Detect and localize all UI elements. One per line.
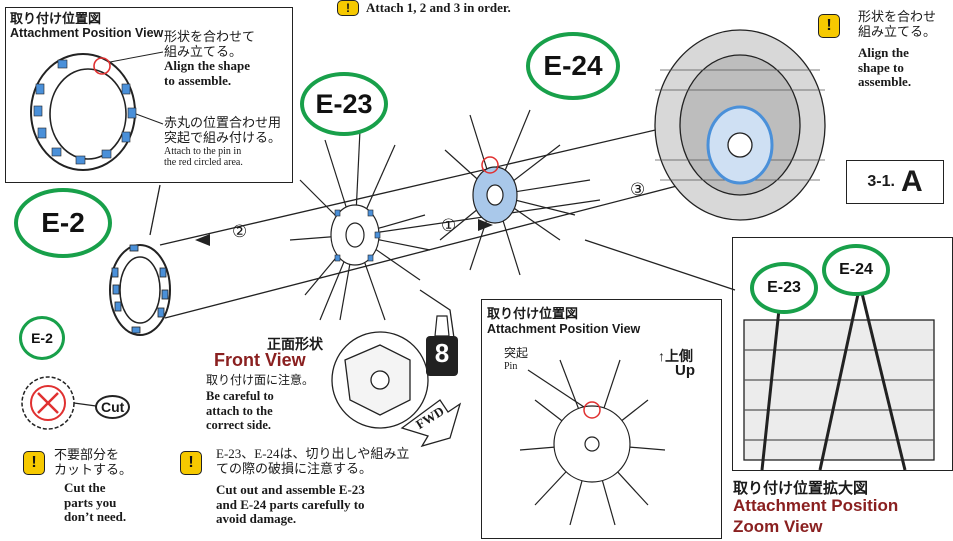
- e2-ring-drawing: [109, 244, 171, 336]
- e2-small-bubble: E-2: [19, 316, 65, 360]
- order-2-label: ②: [232, 222, 248, 241]
- warning-icon: !: [337, 0, 359, 16]
- paint-code: 8: [434, 338, 450, 368]
- warning-icon-right: !: [818, 14, 840, 38]
- e23-star-drawing: [289, 129, 431, 321]
- zoom-title-jp: 取り付け位置拡大図: [733, 480, 869, 497]
- order-note: Attach 1, 2 and 3 in order.: [366, 0, 511, 15]
- front-view-title-en: Front View: [214, 350, 306, 370]
- fwd-arrow-drawing: [400, 399, 462, 448]
- warning-icon-cut: !: [23, 451, 45, 475]
- e23-label-bubble: E-23: [300, 72, 388, 136]
- zoom-e23-bubble: E-23: [750, 262, 818, 314]
- step-ref-letter: A: [900, 165, 923, 198]
- align-note-en: Align the shape to assemble.: [164, 58, 250, 88]
- e2-cut-drawing: [21, 376, 97, 430]
- zoom-title-en1: Attachment Position: [733, 496, 899, 515]
- zoom-e24-bubble: E-24: [822, 244, 890, 296]
- cut-label: Cut: [95, 395, 131, 419]
- box2-title-jp: 取り付け位置図: [487, 306, 579, 321]
- attachment-position-box: 取り付け位置図 Attachment Position View 形状を合わせて…: [5, 7, 293, 183]
- cut-note-en: Cut the parts you don’t need.: [64, 480, 127, 524]
- order-1-label: ①: [441, 216, 457, 235]
- front-view-drawing: [331, 331, 429, 429]
- up-label-en: Up: [675, 362, 695, 379]
- step-reference-box: 3-1. A: [846, 160, 944, 204]
- damage-note-en: Cut out and assemble E-23 and E-24 parts…: [216, 482, 365, 526]
- right-align-note-jp: 形状を合わせ 組み立てる。: [858, 9, 937, 39]
- box-title-jp: 取り付け位置図: [10, 11, 102, 26]
- zoom-drawing: [743, 284, 935, 471]
- e2-label-bubble: E-2: [14, 188, 112, 258]
- zoom-title-en2: Zoom View: [733, 517, 823, 536]
- up-label-jp: ↑上側: [658, 348, 693, 364]
- pin-note-jp: 赤丸の位置合わせ用 突起で組み付ける。: [164, 115, 282, 145]
- pin-label-en: Pin: [504, 361, 518, 372]
- warning-icon-damage: !: [180, 451, 202, 475]
- box2-title-en: Attachment Position View: [487, 322, 641, 336]
- e24-label-bubble: E-24: [526, 32, 620, 100]
- paint-bottle-drawing: [426, 315, 458, 376]
- pin-note-en: Attach to the pin in the red circled are…: [164, 146, 243, 168]
- attach2-star-drawing: [519, 359, 666, 526]
- ring-detail-drawing: [30, 51, 164, 171]
- right-align-note-en: Align the shape to assemble.: [858, 45, 912, 89]
- pin-label-jp: 突起: [504, 346, 529, 360]
- front-view-title-jp: 正面形状: [267, 336, 323, 352]
- box-title-en: Attachment Position View: [10, 26, 164, 40]
- front-view-note-jp: 取り付け面に注意。: [206, 373, 315, 387]
- attachment-position-box-2: 取り付け位置図 Attachment Position View 突起 Pin …: [481, 299, 722, 539]
- front-view-note-en: Be careful to attach to the correct side…: [206, 389, 274, 432]
- damage-note-jp: E-23、E-24は、切り出しや組み立 ての際の破損に注意する。: [216, 446, 410, 476]
- cut-note-jp: 不要部分を カットする。: [54, 447, 133, 477]
- engine-drawing: [654, 29, 826, 221]
- align-note-jp: 形状を合わせて 組み立てる。: [164, 29, 256, 59]
- e24-star-drawing: [439, 109, 591, 276]
- step-ref-number: 3-1.: [867, 173, 895, 190]
- order-3-label: ③: [630, 180, 646, 199]
